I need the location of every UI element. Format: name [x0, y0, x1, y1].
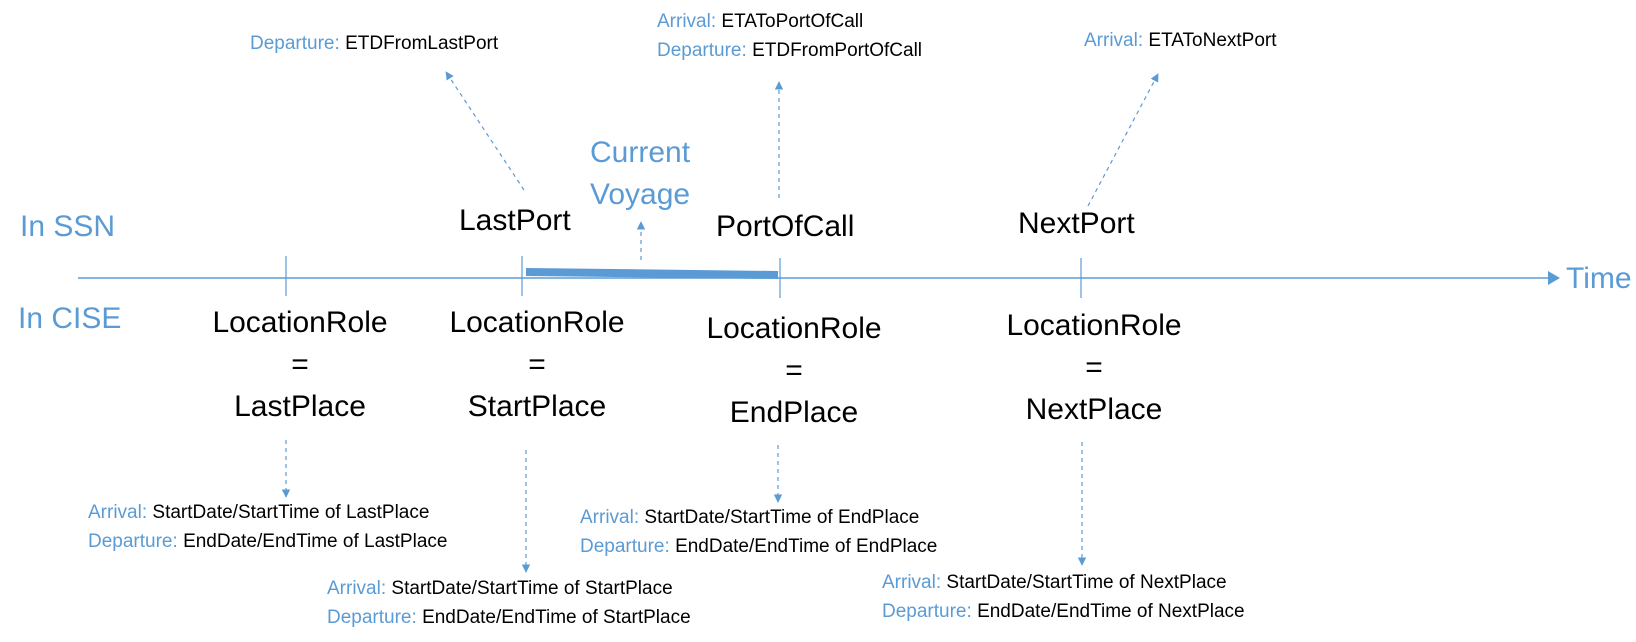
role-endplace-line3: EndPlace: [729, 396, 859, 429]
ssn-lastport-dep-val: ETDFromLastPort: [345, 33, 499, 54]
cise-lastplace-arr-val: StartDate/StartTime of LastPlace: [152, 502, 430, 523]
time-axis-arrowhead: [1548, 271, 1560, 285]
row-label-cise: In CISE: [18, 302, 122, 335]
ssn-portofcall-dep-key: Departure:: [657, 40, 747, 61]
port-last: LastPort: [459, 204, 571, 237]
role-startplace-line1: LocationRole: [449, 306, 625, 339]
cise-lastplace-arr-key: Arrival:: [88, 502, 148, 523]
arrow-lastport-up: [445, 71, 525, 191]
role-lastplace-line1: LocationRole: [212, 306, 388, 339]
ssn-nextport-arr-val: ETAToNextPort: [1148, 30, 1277, 51]
role-nextplace-line1: LocationRole: [1006, 309, 1182, 342]
role-lastplace-line3: LastPlace: [234, 390, 366, 423]
role-nextplace-line2: =: [1085, 351, 1103, 384]
ssn-info-nextport: Arrival: ETAToNextPort: [1084, 26, 1277, 55]
ssn-info-portofcall: Arrival: ETAToPortOfCall Departure: ETDF…: [657, 7, 922, 65]
ssn-portofcall-dep-val: ETDFromPortOfCall: [752, 40, 923, 61]
location-role-lastplace: LocationRole = LastPlace: [170, 302, 430, 428]
cise-endplace-dep-key: Departure:: [580, 536, 670, 557]
ssn-nextport-arr-key: Arrival:: [1084, 30, 1144, 51]
current-voyage-segment: [525, 268, 779, 279]
ssn-portofcall-arr-key: Arrival:: [657, 11, 717, 32]
cise-endplace-arr-val: StartDate/StartTime of EndPlace: [644, 507, 920, 528]
role-startplace-line3: StartPlace: [467, 390, 607, 423]
cise-startplace-dep-val: EndDate/EndTime of StartPlace: [422, 607, 691, 628]
cise-nextplace-dep-key: Departure:: [882, 601, 972, 622]
cise-startplace-arr-val: StartDate/StartTime of StartPlace: [391, 578, 673, 599]
role-endplace-line2: =: [785, 354, 803, 387]
row-label-ssn: In SSN: [20, 210, 116, 243]
current-voyage-line2: Voyage: [590, 178, 691, 211]
cise-nextplace-arr-val: StartDate/StartTime of NextPlace: [946, 572, 1227, 593]
role-startplace-line2: =: [528, 348, 546, 381]
role-nextplace-line3: NextPlace: [1025, 393, 1163, 426]
location-role-endplace: LocationRole = EndPlace: [664, 308, 924, 434]
location-role-startplace: LocationRole = StartPlace: [407, 302, 667, 428]
current-voyage-line1: Current: [590, 136, 691, 169]
port-next: NextPort: [1018, 207, 1135, 240]
cise-endplace-arr-key: Arrival:: [580, 507, 640, 528]
role-endplace-line1: LocationRole: [706, 312, 882, 345]
port-of-call: PortOfCall: [716, 210, 855, 243]
cise-nextplace-dep-val: EndDate/EndTime of NextPlace: [977, 601, 1245, 622]
time-axis-label: Time: [1566, 262, 1632, 295]
location-role-nextplace: LocationRole = NextPlace: [964, 305, 1224, 431]
cise-info-startplace: Arrival: StartDate/StartTime of StartPla…: [327, 574, 691, 632]
cise-startplace-dep-key: Departure:: [327, 607, 417, 628]
cise-lastplace-dep-val: EndDate/EndTime of LastPlace: [183, 531, 448, 552]
current-voyage-label: Current Voyage: [590, 132, 690, 216]
ssn-portofcall-arr-val: ETAToPortOfCall: [721, 11, 864, 32]
cise-nextplace-arr-key: Arrival:: [882, 572, 942, 593]
ssn-lastport-dep-key: Departure:: [250, 33, 340, 54]
arrow-nextport-up: [1087, 73, 1159, 207]
cise-lastplace-dep-key: Departure:: [88, 531, 178, 552]
cise-info-nextplace: Arrival: StartDate/StartTime of NextPlac…: [882, 568, 1245, 626]
ssn-info-lastport: Departure: ETDFromLastPort: [250, 29, 498, 58]
role-lastplace-line2: =: [291, 348, 309, 381]
cise-startplace-arr-key: Arrival:: [327, 578, 387, 599]
cise-info-lastplace: Arrival: StartDate/StartTime of LastPlac…: [88, 498, 447, 556]
cise-endplace-dep-val: EndDate/EndTime of EndPlace: [675, 536, 938, 557]
cise-info-endplace: Arrival: StartDate/StartTime of EndPlace…: [580, 503, 937, 561]
